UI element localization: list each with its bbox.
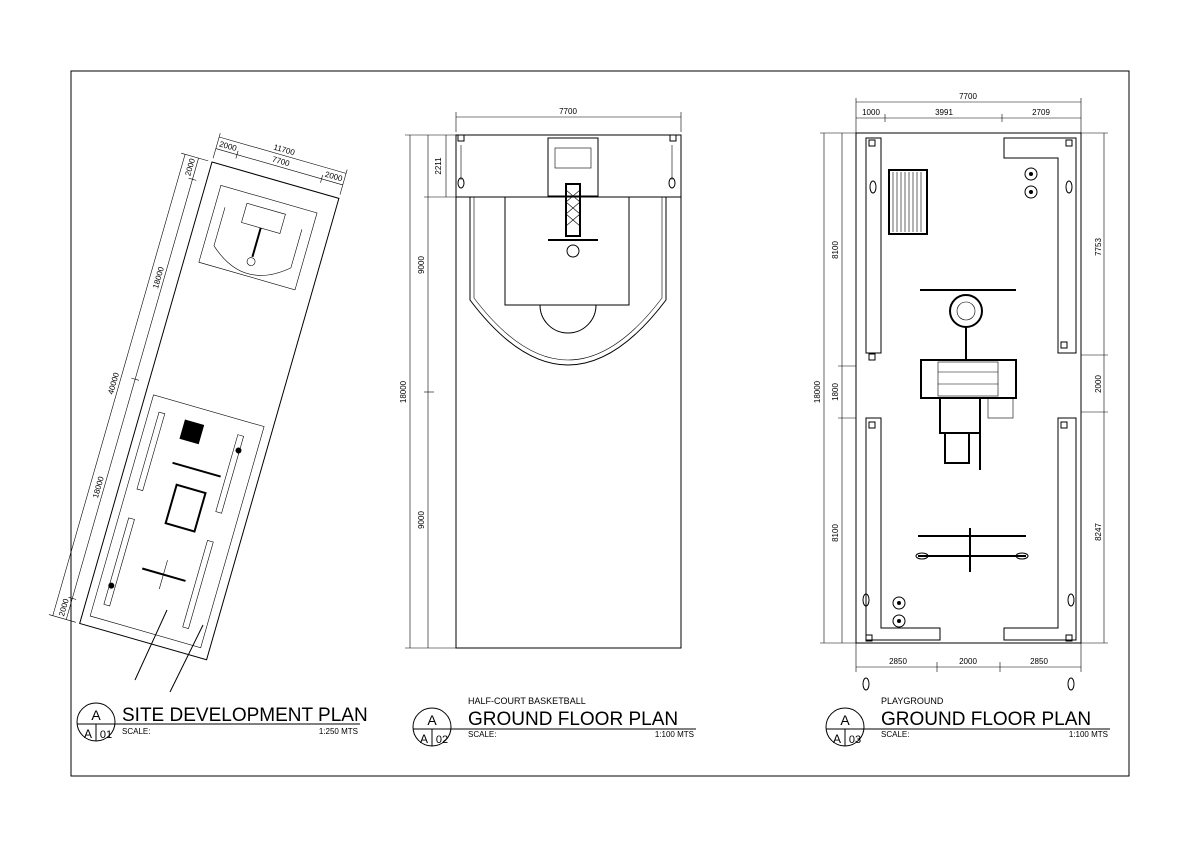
monkey-bars: [915, 528, 1029, 572]
site-plan: 11700 2000 7700 2000 2000 18000 40000 18…: [48, 133, 348, 693]
a01-circle-top: A: [91, 707, 101, 723]
a02-title: GROUND FLOOR PLAN: [468, 709, 678, 730]
a03-scale-value: 1:100 MTS: [1069, 730, 1108, 739]
court-dim-total-length: 18000: [399, 380, 408, 403]
a01-circle-bottom: A: [84, 727, 92, 741]
sheet-border: [70, 70, 1130, 777]
play-dim-top-right: 2709: [1032, 108, 1050, 117]
a03-title: GROUND FLOOR PLAN: [881, 709, 1091, 730]
title-block-a02: A A 02 HALF-COURT BASKETBALL GROUND FLOO…: [412, 696, 696, 747]
a01-scale-label: SCALE:: [122, 727, 150, 736]
title-block-a03: A A 03 PLAYGROUND GROUND FLOOR PLAN SCAL…: [825, 696, 1110, 747]
playground-outline: [855, 132, 1082, 644]
court-dim-lower-length: 9000: [417, 511, 426, 529]
play-dim-bottom-left: 2850: [889, 657, 907, 666]
a03-number: 03: [849, 734, 861, 746]
play-dim-top-middle: 3991: [935, 108, 953, 117]
play-dim-right-upper: 7753: [1094, 238, 1103, 256]
site-boundary: [79, 161, 340, 661]
site-path-line: [134, 609, 168, 681]
court-dim-width: 7700: [559, 107, 577, 116]
play-dim-left-lower: 8100: [831, 524, 840, 542]
play-dim-bottom-middle: 2000: [959, 657, 977, 666]
play-dim-right-middle: 2000: [1094, 375, 1103, 393]
playground-plan: 7700 1000 3991 2709 8100 18000 1800 8100…: [813, 92, 1108, 691]
play-dim-width: 7700: [959, 92, 977, 101]
play-dim-right-lower: 8247: [1094, 523, 1103, 541]
play-mat: [888, 169, 928, 235]
play-dim-top-left: 1000: [862, 108, 880, 117]
hoop-tower: [548, 183, 598, 258]
a03-circle-bottom: A: [833, 732, 841, 746]
play-structure: [920, 289, 1017, 470]
site-dim-court-length: 18000: [151, 265, 166, 289]
a02-scale-value: 1:100 MTS: [655, 730, 694, 739]
site-path-line: [169, 624, 204, 693]
a03-subtitle: PLAYGROUND: [881, 696, 944, 706]
court-dim-top-strip: 2211: [434, 157, 443, 175]
a01-scale-value: 1:250 MTS: [319, 727, 358, 736]
play-dim-bottom-right: 2850: [1030, 657, 1048, 666]
site-dim-playground-length: 18000: [91, 475, 106, 499]
site-dim-bottom-margin: 2000: [57, 597, 71, 617]
a01-number: 01: [100, 729, 112, 741]
a02-circle-top: A: [427, 712, 437, 728]
a03-circle-top: A: [840, 712, 850, 728]
a03-scale-label: SCALE:: [881, 730, 909, 739]
basketball-plan: 7700 2211 9000 18000 9000: [399, 107, 682, 649]
play-dim-left-middle: 1800: [831, 383, 840, 401]
site-dim-top-margin: 2000: [183, 157, 197, 177]
a02-subtitle: HALF-COURT BASKETBALL: [468, 696, 586, 706]
play-dim-left-upper: 8100: [831, 241, 840, 259]
title-block-a01: A A 01 SITE DEVELOPMENT PLAN SCALE: 1:25…: [76, 702, 368, 742]
a02-circle-bottom: A: [420, 732, 428, 746]
site-dim-total-length: 40000: [106, 371, 121, 395]
a02-number: 02: [436, 734, 448, 746]
a02-scale-label: SCALE:: [468, 730, 496, 739]
court-dim-key-length: 9000: [417, 256, 426, 274]
a01-title: SITE DEVELOPMENT PLAN: [122, 705, 368, 726]
play-dim-left-total: 18000: [813, 380, 822, 403]
